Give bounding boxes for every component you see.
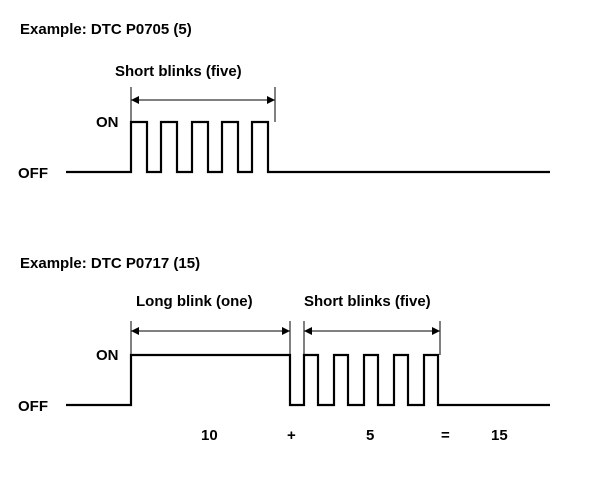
example1-waveform <box>66 120 550 174</box>
example2-waveform <box>66 353 550 407</box>
example1-off-label: OFF <box>18 165 48 182</box>
example2-short-blinks-label: Short blinks (five) <box>304 293 431 310</box>
equation-five: 5 <box>366 427 374 444</box>
equation-equals: = <box>441 427 450 444</box>
example2-long-blink-label: Long blink (one) <box>136 293 253 310</box>
example1-short-blinks-label: Short blinks (five) <box>115 63 242 80</box>
example1-title: Example: DTC P0705 (5) <box>20 21 192 38</box>
example2-on-label: ON <box>96 347 119 364</box>
equation-total: 15 <box>491 427 508 444</box>
example2-off-label: OFF <box>18 398 48 415</box>
example2-title: Example: DTC P0717 (15) <box>20 255 200 272</box>
example1-on-label: ON <box>96 114 119 131</box>
equation-ten: 10 <box>201 427 218 444</box>
equation-plus: + <box>287 427 296 444</box>
